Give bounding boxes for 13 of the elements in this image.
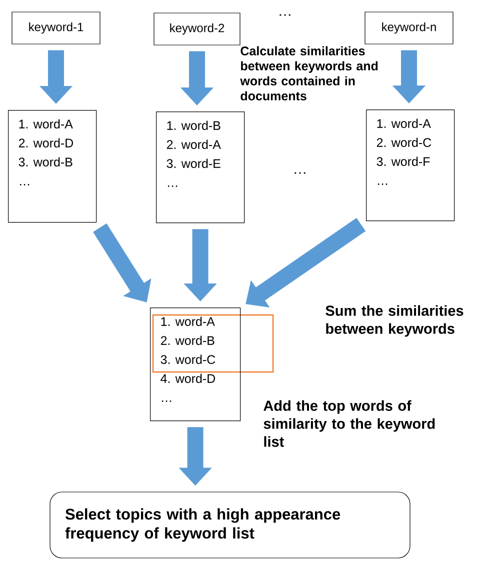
word-list-box: 1. word-B 2. word-A 3. word-E … (156, 112, 245, 224)
word-list-box: 1. word-A 2. word-D 3. word-B … (8, 110, 97, 223)
step-note: Add the top words of similarity to the keyword list (264, 400, 435, 447)
ellipsis: … (280, 14, 290, 16)
keyword-box: keyword-1 (12, 12, 100, 44)
step-note: Sum the similarities between keywords (326, 305, 464, 337)
result-box: Select topics with a high appearance frequency of keyword list (50, 492, 410, 558)
word-list-box: 1. word-A 2. word-C 3. word-F … (366, 110, 455, 222)
keyword-box: keyword-2 (154, 12, 240, 46)
step-note: Calculate similarities between keywords and words contained in documents (240, 46, 378, 100)
word-list-box: 1. word-A 2. word-B 3. word-C 4. word-D … (150, 308, 241, 422)
keyword-box: keyword-n (364, 12, 454, 44)
ellipsis: … (294, 172, 306, 174)
